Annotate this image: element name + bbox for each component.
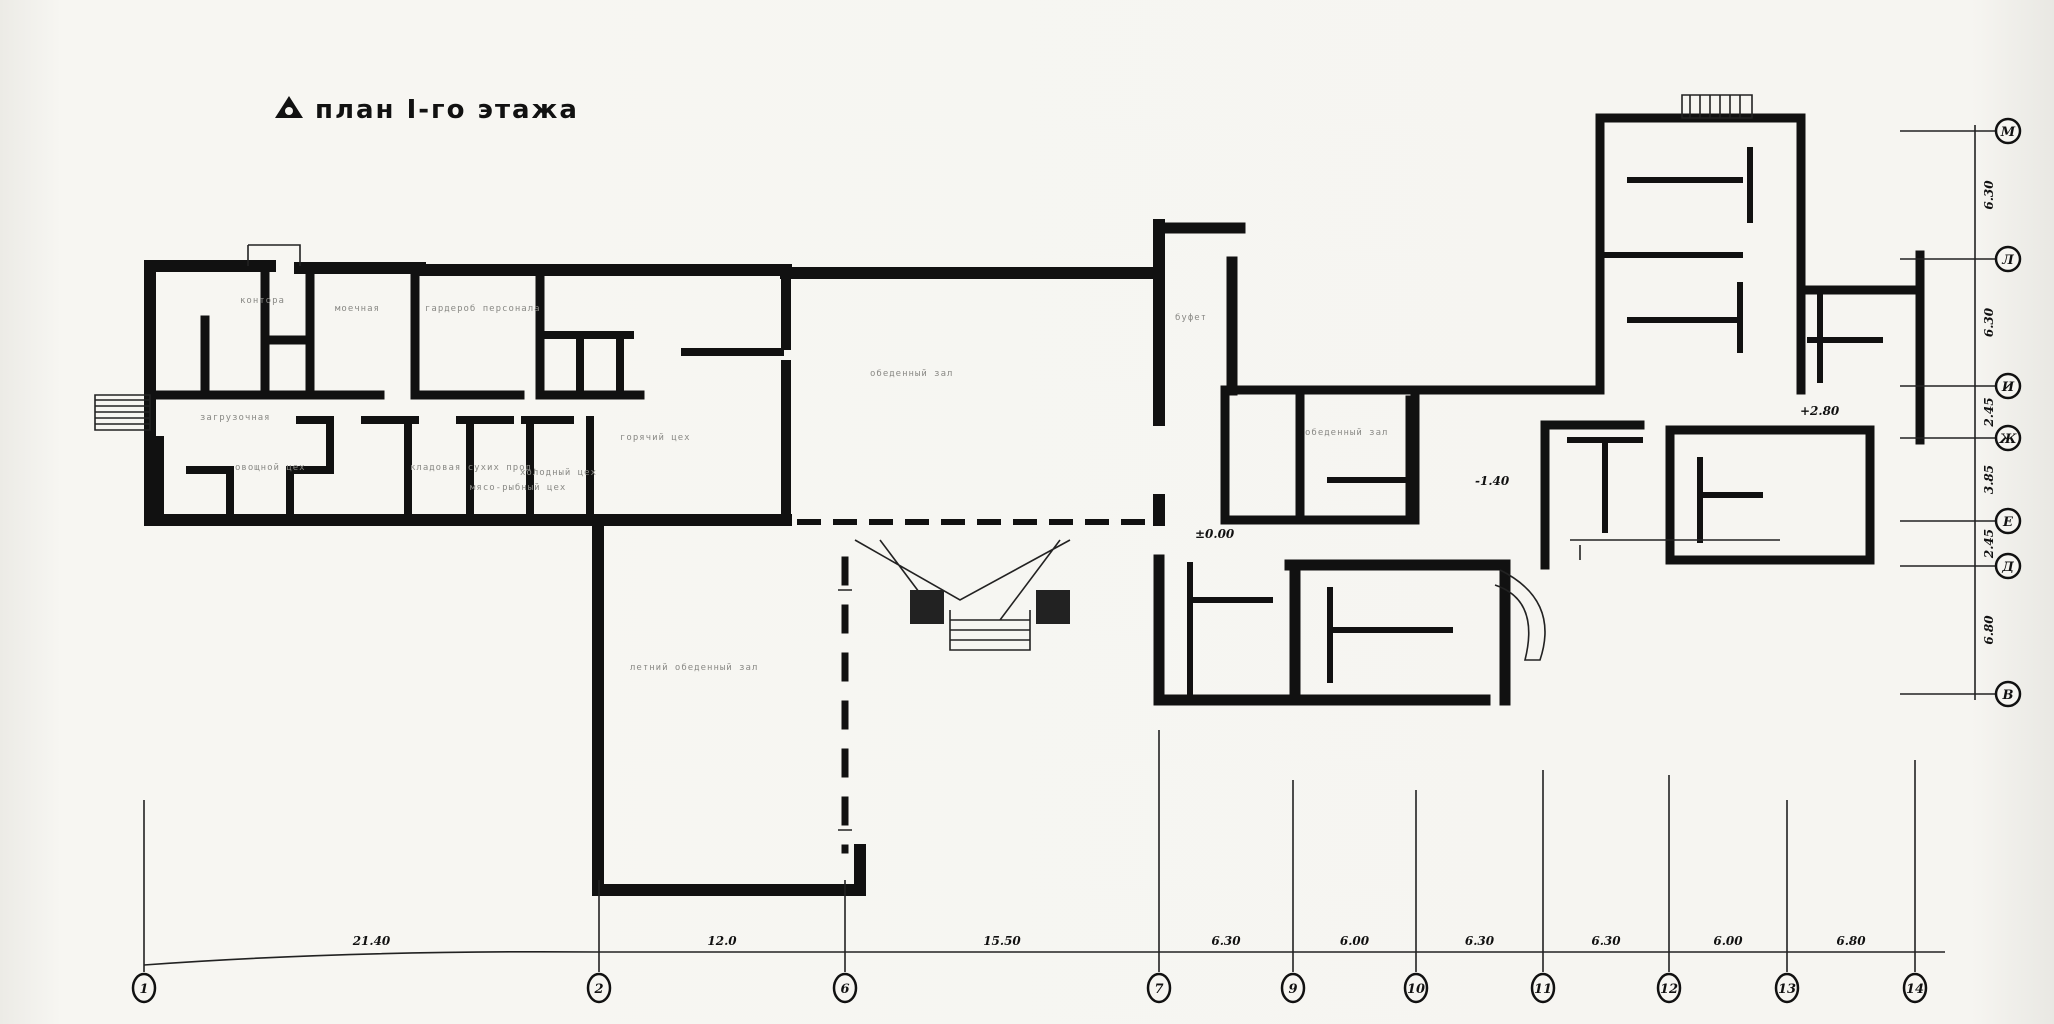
dimension-label: 21.40 bbox=[352, 934, 391, 948]
title-text: план I-го этажа bbox=[315, 95, 579, 125]
axis-bubble bbox=[1530, 972, 1556, 1004]
dimension-label: 15.50 bbox=[983, 934, 1021, 948]
axis-bubble bbox=[1994, 680, 2022, 708]
summer-dining-hall: летний обеденный зал bbox=[592, 522, 1071, 896]
room-label: обеденный зал bbox=[870, 368, 953, 379]
axis-bubble bbox=[1994, 424, 2022, 452]
axis-bubble bbox=[1403, 972, 1429, 1004]
axis-bubble bbox=[1994, 117, 2022, 145]
axis-bubble bbox=[832, 972, 858, 1004]
room-label: летний обеденный зал bbox=[630, 662, 758, 673]
axis-label: 13 bbox=[1778, 982, 1796, 997]
axis-label: 9 bbox=[1288, 982, 1297, 997]
room-label: мясо-рыбный цех bbox=[470, 482, 566, 493]
bottom-grid-axes: 1 21.40 2 12.0 6 15.50 7 6.30 9 6.00 10 6.30 11 6.30 1… bbox=[131, 730, 1945, 1004]
dimension-label: 6.80 bbox=[1982, 615, 1996, 645]
room-label: контора bbox=[240, 296, 285, 306]
axis-label: 6 bbox=[840, 982, 849, 997]
axis-label: 14 bbox=[1906, 982, 1924, 997]
plan-title: план I-го этажа bbox=[275, 95, 579, 125]
axis-label: 7 bbox=[1154, 982, 1163, 997]
dimension-label: 12.0 bbox=[707, 934, 737, 948]
axis-label: 12 bbox=[1660, 982, 1678, 997]
room-label: гардероб персонала bbox=[425, 303, 541, 314]
axis-label: 10 bbox=[1407, 982, 1425, 997]
axis-bubble bbox=[1994, 552, 2022, 580]
axis-bubble bbox=[1280, 972, 1306, 1004]
dimension-label: 6.30 bbox=[1465, 934, 1495, 948]
axis-bubble bbox=[586, 972, 612, 1004]
dimension-label: 6.00 bbox=[1713, 934, 1743, 948]
room-label: кладовая сухих прод. bbox=[410, 463, 538, 473]
room-label: буфет bbox=[1175, 312, 1207, 323]
axis-label: Ж bbox=[1998, 432, 2017, 447]
dimension-label: 6.30 bbox=[1591, 934, 1621, 948]
level-mark: -1.40 bbox=[1475, 474, 1510, 488]
dining-hall: обеденный зал bbox=[780, 219, 1165, 526]
dimension-label: 2.45 bbox=[1982, 397, 1996, 427]
room-label: овощной цех bbox=[235, 463, 306, 473]
dimension-label: 6.00 bbox=[1340, 934, 1370, 948]
kitchen-wing: контора загрузочная овощной цех моечная … bbox=[94, 244, 792, 526]
dimension-label: 2.45 bbox=[1982, 529, 1996, 559]
axis-bubble bbox=[1656, 972, 1682, 1004]
room-label: загрузочная bbox=[200, 413, 271, 423]
axis-bubble bbox=[1774, 972, 1800, 1004]
dimension-label: 6.30 bbox=[1982, 180, 1996, 210]
dimension-label: 6.80 bbox=[1836, 934, 1866, 948]
axis-label: Л bbox=[2001, 253, 2014, 268]
axis-label: 11 bbox=[1534, 982, 1552, 997]
axis-bubble bbox=[131, 972, 157, 1004]
dimension-label: 3.85 bbox=[1982, 465, 1996, 494]
axis-label: 1 bbox=[139, 982, 148, 997]
axis-label: И bbox=[2001, 380, 2015, 395]
axis-label: 2 bbox=[593, 982, 603, 997]
axis-label: М bbox=[2000, 125, 2016, 140]
axis-bubble bbox=[1994, 507, 2022, 535]
level-mark: ±0.00 bbox=[1195, 527, 1235, 541]
level-mark: +2.80 bbox=[1800, 404, 1840, 418]
axis-label: Е bbox=[2002, 515, 2014, 530]
dimension-label: 6.30 bbox=[1211, 934, 1241, 948]
axis-bubble bbox=[1994, 245, 2022, 273]
dimension-label: 6.30 bbox=[1982, 307, 1996, 337]
room-label: холодный цех bbox=[520, 468, 597, 478]
axis-label: В bbox=[2002, 688, 2014, 703]
axis-bubble bbox=[1902, 972, 1928, 1004]
axis-bubble bbox=[1994, 372, 2022, 400]
room-label: горячий цех bbox=[620, 433, 691, 443]
axis-bubble bbox=[1146, 972, 1172, 1004]
east-wing: обеденный зал буфет -1.40 ±0.00 +2.80 bbox=[1153, 94, 1925, 706]
room-label: моечная bbox=[335, 304, 380, 314]
axis-label: Д bbox=[2001, 560, 2014, 575]
room-label: обеденный зал bbox=[1305, 427, 1388, 438]
